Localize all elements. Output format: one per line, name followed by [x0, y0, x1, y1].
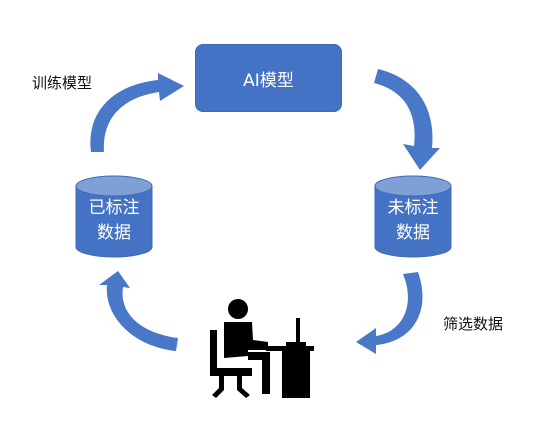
arrow-ai-to-unlabeled [374, 69, 440, 170]
ai-model-box: AI模型 [195, 44, 342, 112]
unlabeled-data-label: 未标注 数据 [374, 196, 452, 246]
filter-data-label: 筛选数据 [443, 315, 504, 333]
labeled-data-cylinder [75, 175, 153, 258]
labeled-data-line2: 数据 [97, 223, 131, 243]
unlabeled-data-line2: 数据 [396, 223, 430, 243]
unlabeled-data-line1: 未标注 [387, 198, 439, 218]
labeled-data-line1: 已标注 [88, 198, 140, 218]
arrow-labeled-to-ai [90, 73, 184, 152]
arrow-person-to-labeled [99, 271, 178, 351]
person-at-computer-icon [210, 299, 314, 398]
train-model-label: 训练模型 [32, 74, 93, 92]
unlabeled-data-cylinder [374, 175, 452, 258]
arrow-unlabeled-to-person [356, 272, 423, 354]
ai-model-label: AI模型 [243, 70, 294, 91]
labeled-data-label: 已标注 数据 [75, 196, 153, 246]
